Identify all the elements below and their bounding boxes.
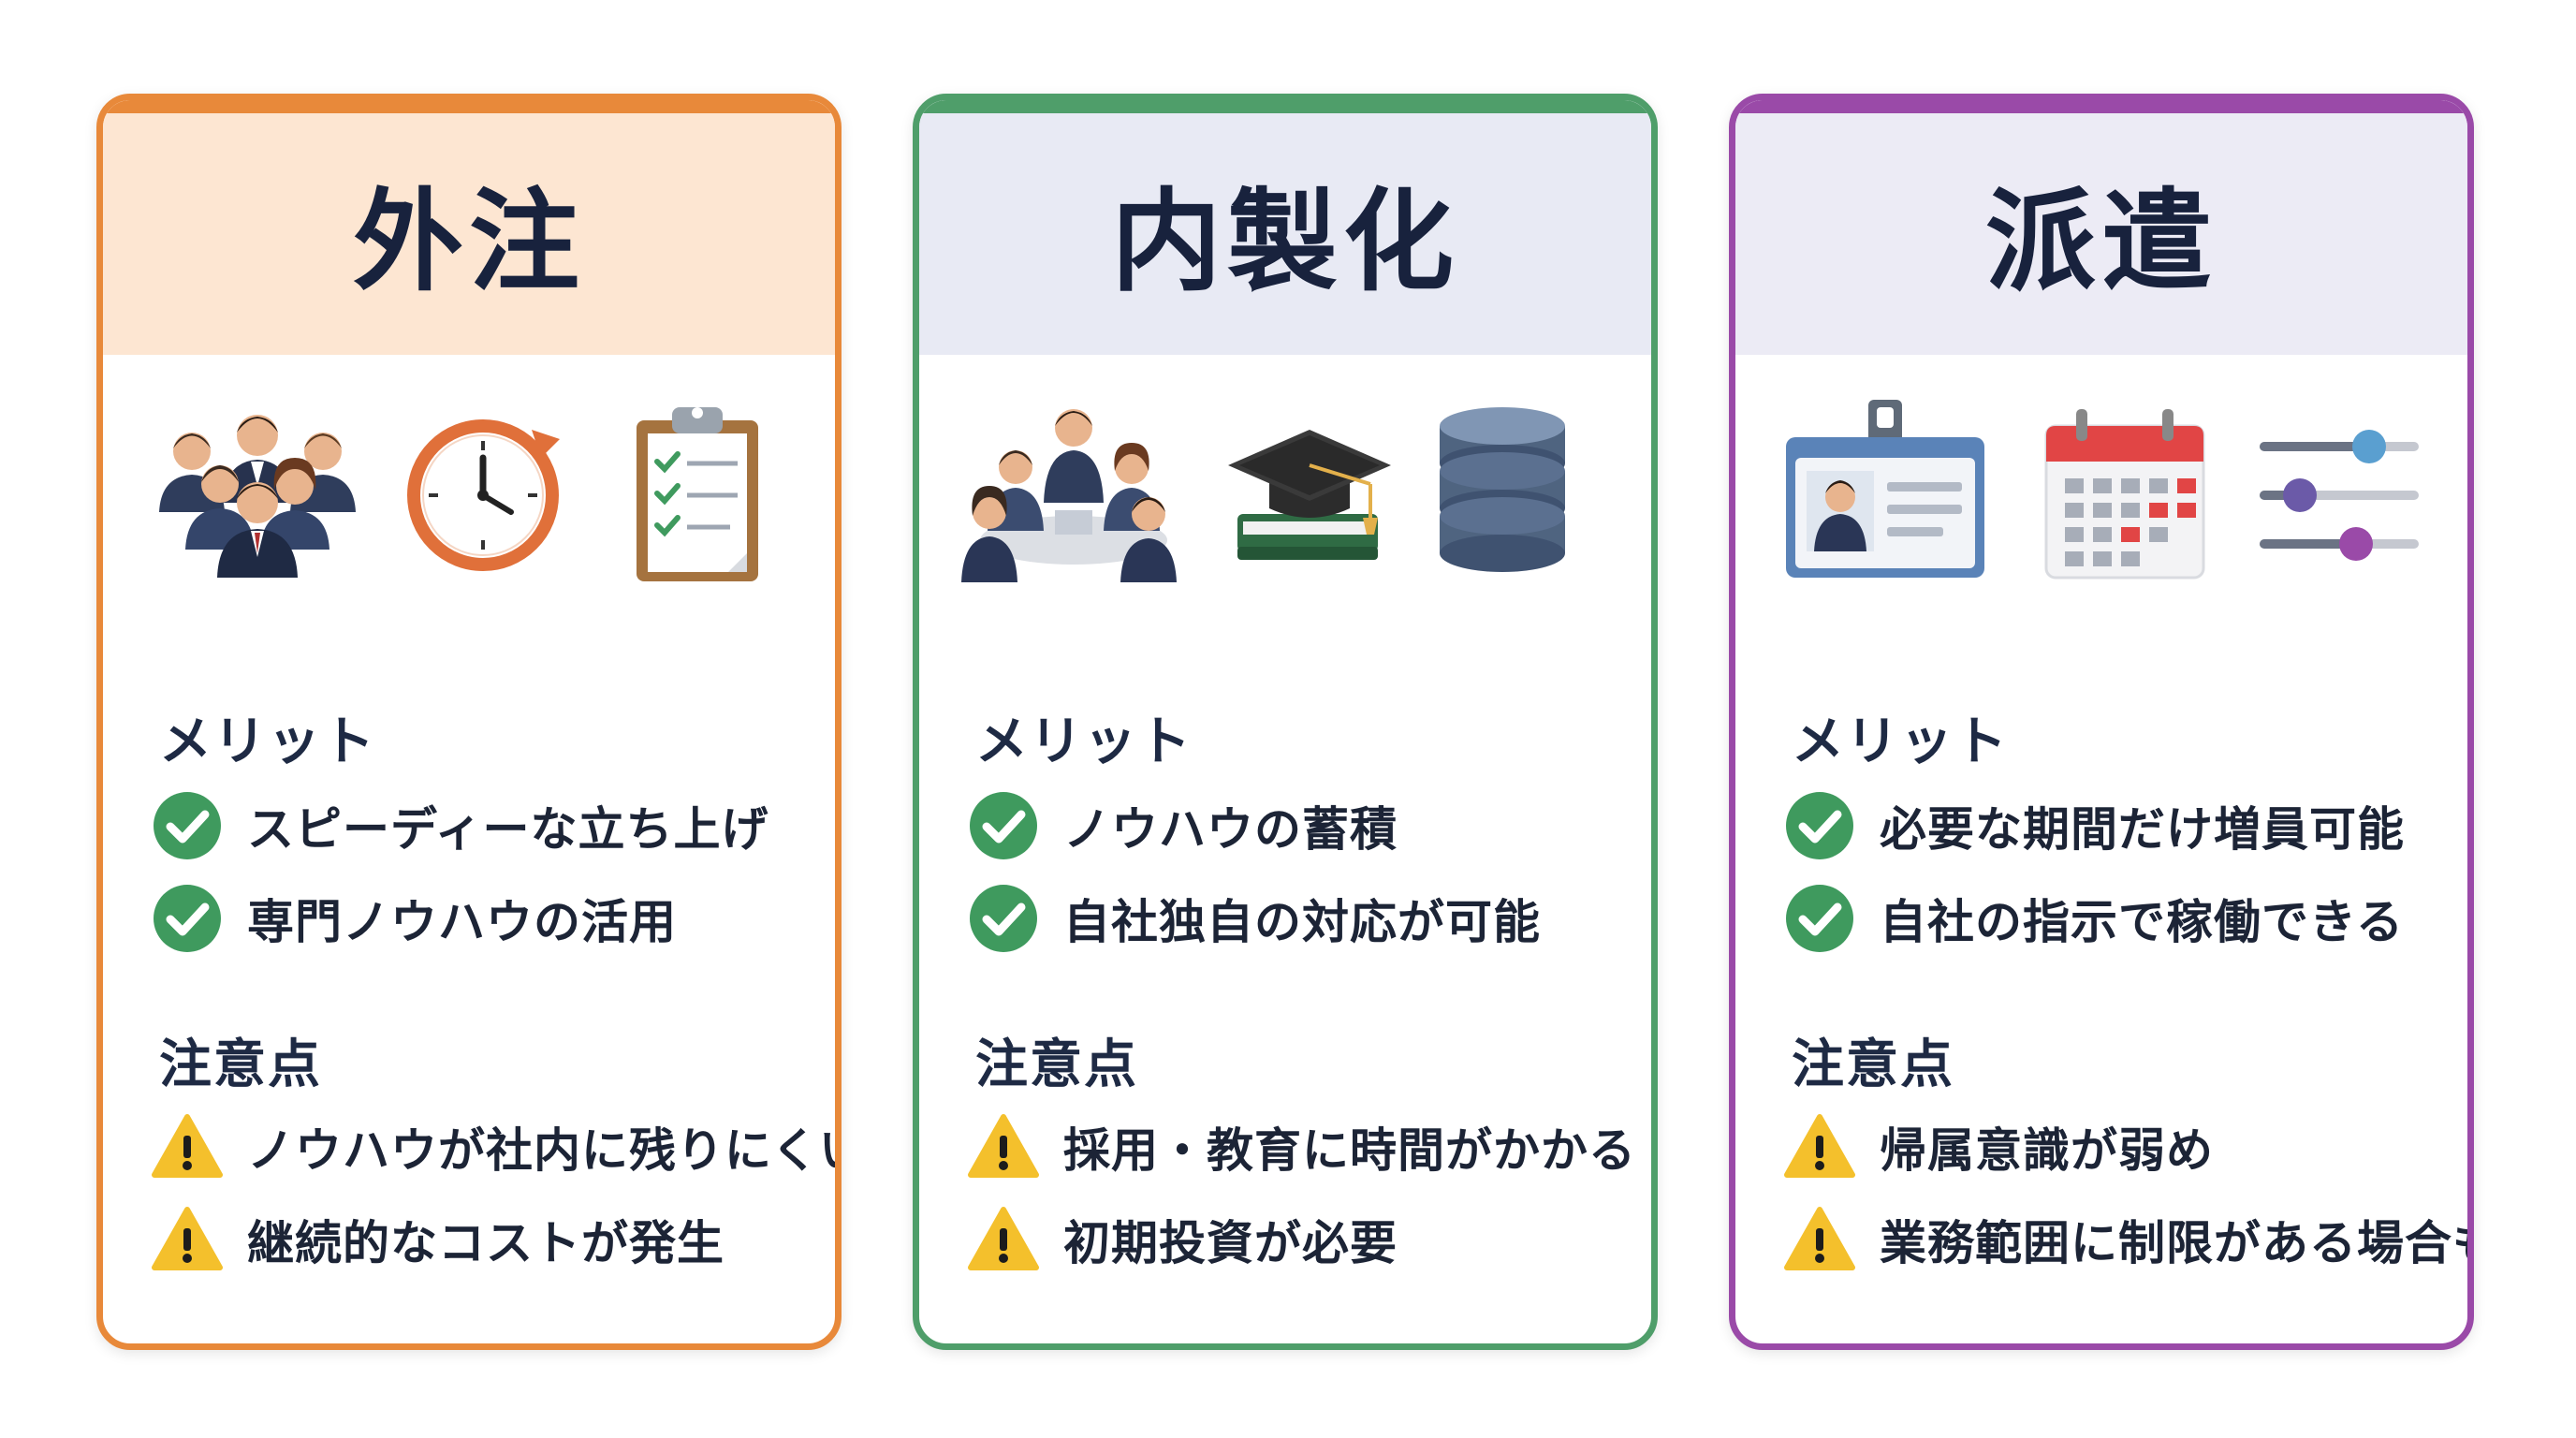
caution-item: 継続的なコストが発生 (152, 1202, 724, 1277)
warning-icon (1784, 1207, 1855, 1270)
card-header: 内製化 (919, 100, 1651, 355)
check-icon (970, 885, 1037, 952)
merit-text: 自社の指示で稼働できる (1880, 895, 2404, 949)
merit-label: メリット (975, 712, 1193, 772)
card-staffing: 派遣 (1729, 94, 2474, 1350)
warning-icon (152, 1207, 223, 1270)
card-insourcing: 内製化 (913, 94, 1658, 1350)
merit-text: ノウハウの蓄積 (1063, 802, 1398, 857)
caution-label: 注意点 (1792, 1034, 1954, 1095)
icon-row (919, 400, 1651, 587)
caution-item: 業務範囲に制限がある場合も (1784, 1202, 2474, 1277)
merit-item: 自社独自の対応が可能 (968, 881, 1541, 956)
warning-icon (152, 1114, 223, 1178)
merit-item: ノウハウの蓄積 (968, 788, 1398, 863)
card-outsourcing: 外注 (96, 94, 842, 1350)
group-of-people-icon (159, 415, 356, 578)
icon-row (103, 400, 835, 587)
caution-text: 帰属意識が弱め (1880, 1123, 2214, 1178)
warning-icon (968, 1207, 1039, 1270)
calendar-icon (2044, 409, 2205, 580)
check-icon (154, 885, 221, 952)
merit-label: メリット (159, 712, 376, 772)
caution-label: 注意点 (975, 1034, 1138, 1095)
caution-label: 注意点 (159, 1034, 322, 1095)
check-icon (1786, 792, 1853, 859)
caution-text: 継続的なコストが発生 (247, 1216, 724, 1270)
caution-text: 採用・教育に時間がかかる (1063, 1123, 1636, 1178)
icon-row (1735, 400, 2467, 587)
card-title: 外注 (352, 176, 585, 306)
caution-item: 初期投資が必要 (968, 1202, 1398, 1277)
id-badge-icon (1786, 400, 1984, 578)
card-header: 派遣 (1735, 100, 2467, 355)
caution-item: 採用・教育に時間がかかる (968, 1109, 1636, 1184)
caution-text: 業務範囲に制限がある場合も (1880, 1216, 2474, 1270)
merit-text: スピーディーな立ち上げ (247, 802, 769, 857)
merit-text: 必要な期間だけ増員可能 (1880, 802, 2405, 857)
merit-text: 専門ノウハウの活用 (247, 895, 677, 949)
clock-refresh-icon (407, 419, 560, 571)
check-icon (1786, 885, 1853, 952)
merit-item: 専門ノウハウの活用 (152, 881, 677, 956)
database-icon (1440, 407, 1565, 572)
graduation-cap-book-icon (1228, 430, 1391, 560)
check-icon (970, 792, 1037, 859)
card-title: 派遣 (1984, 176, 2217, 306)
team-meeting-icon (961, 409, 1177, 582)
sliders-icon (2260, 430, 2419, 561)
caution-item: ノウハウが社内に残りにくい (152, 1109, 842, 1184)
warning-icon (968, 1114, 1039, 1178)
card-header: 外注 (103, 100, 835, 355)
merit-text: 自社独自の対応が可能 (1063, 895, 1541, 949)
merit-item: 自社の指示で稼働できる (1784, 881, 2404, 956)
card-title: 内製化 (1110, 176, 1459, 306)
merit-item: 必要な期間だけ増員可能 (1784, 788, 2405, 863)
merit-item: スピーディーな立ち上げ (152, 788, 769, 863)
warning-icon (1784, 1114, 1855, 1178)
check-icon (154, 792, 221, 859)
caution-text: ノウハウが社内に残りにくい (247, 1123, 842, 1178)
caution-text: 初期投資が必要 (1063, 1216, 1398, 1270)
caution-item: 帰属意識が弱め (1784, 1109, 2214, 1184)
clipboard-checklist-icon (637, 407, 758, 581)
merit-label: メリット (1792, 712, 2009, 772)
